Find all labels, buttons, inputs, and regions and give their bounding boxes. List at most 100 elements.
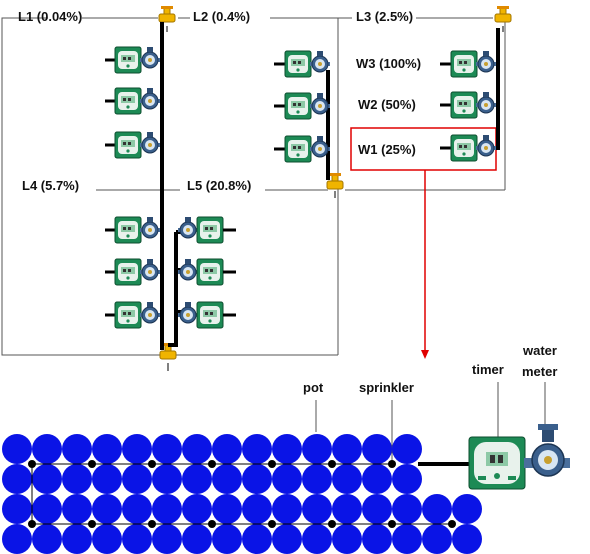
timer-icon (285, 136, 330, 162)
pot (272, 524, 302, 554)
water-meter-label-line2: meter (522, 364, 557, 379)
pot-grid (2, 434, 482, 554)
sprinkler (148, 520, 156, 528)
pot (152, 494, 182, 524)
pot (62, 434, 92, 464)
pot (362, 494, 392, 524)
sprinkler (388, 520, 396, 528)
zone-label-l1: L1 (0.04%) (18, 9, 82, 24)
watering-label-w3: W3 (100%) (356, 56, 421, 71)
timer-icon (451, 92, 496, 118)
pot (152, 434, 182, 464)
pot (302, 494, 332, 524)
sprinkler (88, 460, 96, 468)
sprinkler (328, 460, 336, 468)
timer-icon (115, 47, 160, 73)
pot (362, 434, 392, 464)
pot (2, 434, 32, 464)
pot (242, 434, 272, 464)
water-meter-label-line1: water (522, 343, 557, 358)
pot (212, 434, 242, 464)
sprinkler (448, 520, 456, 528)
pot (212, 494, 242, 524)
timer-icon (196, 301, 224, 329)
pot (362, 464, 392, 494)
zone-label-l3: L3 (2.5%) (356, 9, 413, 24)
sprinkler (88, 520, 96, 528)
pot (122, 464, 152, 494)
pot (242, 524, 272, 554)
pot (62, 464, 92, 494)
timer-icon (115, 302, 160, 328)
detail-arrow (421, 170, 429, 359)
faucet-icon (158, 5, 176, 23)
pot (32, 464, 62, 494)
zone-label-l4: L4 (5.7%) (22, 178, 79, 193)
pot (362, 524, 392, 554)
faucet-icon (494, 5, 512, 23)
timer-units-l1 (105, 47, 160, 158)
timer-icon (285, 93, 330, 119)
sprinkler (148, 460, 156, 468)
pot (182, 464, 212, 494)
timer-icon (115, 259, 160, 285)
watering-label-w1: W1 (25%) (358, 142, 416, 157)
sprinkler (28, 460, 36, 468)
pot (32, 494, 62, 524)
pot (62, 494, 92, 524)
timer-icon (196, 258, 224, 286)
pot (182, 524, 212, 554)
pot (92, 524, 122, 554)
pot (272, 464, 302, 494)
timer-units-l4 (105, 217, 160, 328)
water-pipes (160, 22, 500, 350)
pot (422, 524, 452, 554)
pot (212, 464, 242, 494)
pot (302, 434, 332, 464)
pot (392, 434, 422, 464)
pot (92, 434, 122, 464)
timer-label: timer (472, 362, 504, 377)
pot (152, 464, 182, 494)
pot (32, 434, 62, 464)
pot (122, 494, 152, 524)
pot-label: pot (303, 380, 324, 395)
pot (242, 494, 272, 524)
sprinkler (268, 520, 276, 528)
sprinkler-label: sprinkler (359, 380, 414, 395)
pot (92, 464, 122, 494)
sprinkler (328, 520, 336, 528)
pot (152, 524, 182, 554)
timer-icon (115, 88, 160, 114)
sprinkler-grid (28, 460, 456, 528)
pot (2, 464, 32, 494)
pot (392, 464, 422, 494)
pot (452, 524, 482, 554)
water-meter-icon (177, 258, 199, 281)
pot (182, 494, 212, 524)
pot (32, 524, 62, 554)
pot (452, 494, 482, 524)
pot (422, 494, 452, 524)
pot (332, 434, 362, 464)
pot (302, 464, 332, 494)
pot (182, 434, 212, 464)
timer-icon (451, 51, 496, 77)
pot (62, 524, 92, 554)
water-meter-icon (177, 216, 199, 239)
zone-label-l5: L5 (20.8%) (187, 178, 251, 193)
sprinkler (28, 520, 36, 528)
pot (332, 494, 362, 524)
pot (2, 524, 32, 554)
sprinkler (208, 520, 216, 528)
water-meter-icon (524, 424, 570, 477)
sprinkler (268, 460, 276, 468)
timer-icon (115, 132, 160, 158)
timer-icon (285, 51, 330, 77)
timer-icon (468, 436, 526, 490)
timer-units-l2 (274, 51, 330, 162)
timer-icon (115, 217, 160, 243)
pot (122, 434, 152, 464)
timer-icon (451, 135, 496, 161)
